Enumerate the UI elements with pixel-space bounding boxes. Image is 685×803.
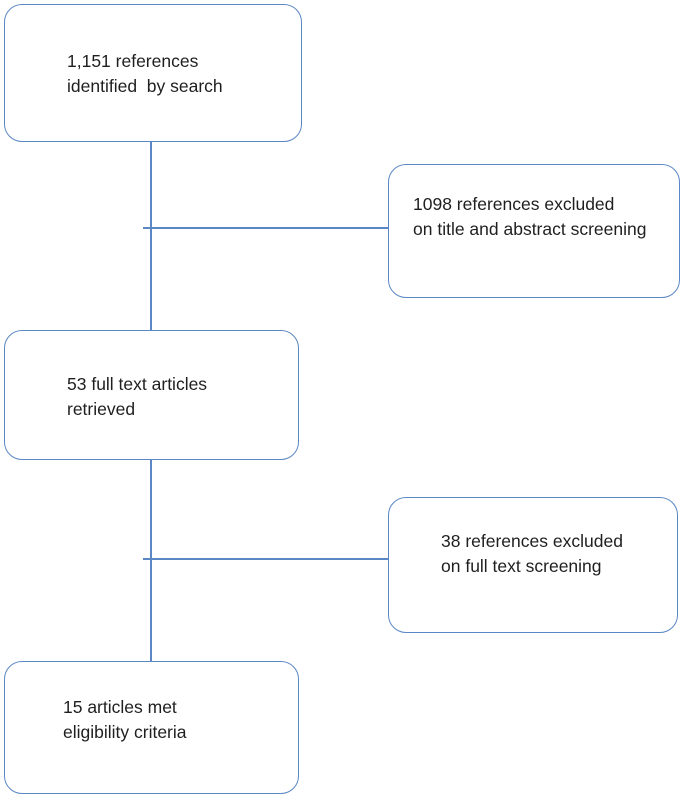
connector-branch-to-full-text-excluded xyxy=(143,558,388,560)
connector-identified-to-retrieved xyxy=(150,142,152,330)
flow-node-excluded-full-text: 38 references excluded on full text scre… xyxy=(388,497,678,633)
flow-node-eligibility-met: 15 articles met eligibility criteria xyxy=(4,661,299,794)
flow-node-full-text-retrieved: 53 full text articles retrieved xyxy=(4,330,299,460)
flow-node-references-identified: 1,151 references identified by search xyxy=(4,4,302,142)
flow-node-excluded-title-abstract: 1098 references excluded on title and ab… xyxy=(388,164,680,298)
connector-retrieved-to-eligible xyxy=(150,460,152,661)
connector-branch-to-title-abstract-excluded xyxy=(143,227,388,229)
